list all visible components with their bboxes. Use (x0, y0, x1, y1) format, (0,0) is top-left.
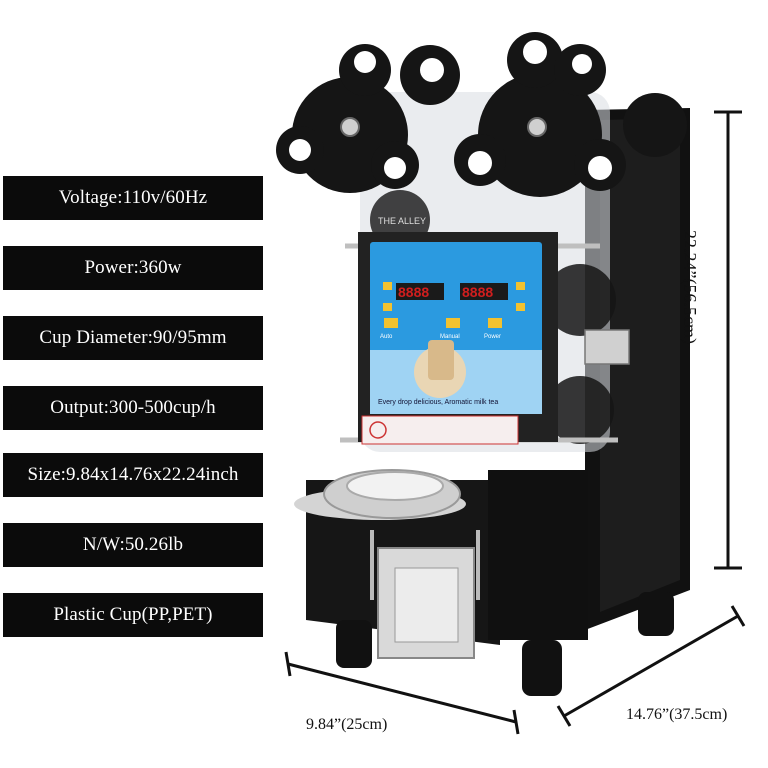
machine-feet (336, 592, 674, 696)
height-dimension-label: 22.24”(56.5cm) (680, 230, 700, 344)
spec-cup-diameter: Cup Diameter:90/95mm (3, 316, 263, 360)
display-right (460, 283, 508, 300)
left-film-reel (276, 44, 460, 193)
manual-button (446, 318, 460, 328)
warning-label (361, 415, 519, 445)
spec-plastic-cup: Plastic Cup(PP,PET) (3, 593, 263, 637)
height-dimension-line (714, 110, 742, 570)
film-brand-label: THE ALLEY (378, 216, 426, 226)
spec-net-weight: N/W:50.26lb (3, 523, 263, 567)
svg-text:8888: 8888 (398, 284, 429, 300)
spec-output: Output:300-500cup/h (3, 386, 263, 430)
width-dimension-label: 9.84”(25cm) (306, 716, 388, 733)
power-button (488, 318, 502, 328)
auto-button-label: Auto (380, 334, 393, 340)
side-handle (584, 329, 630, 365)
auto-button (384, 318, 398, 328)
width-dimension-line (284, 651, 520, 735)
power-button-label: Power (484, 334, 501, 340)
svg-text:8888: 8888 (462, 284, 493, 300)
display-left (396, 283, 444, 300)
depth-dimension-label: 14.76”(37.5cm) (626, 706, 728, 723)
spec-size: Size:9.84x14.76x22.24inch (3, 453, 263, 497)
left-reel-knob (340, 117, 360, 137)
panel-caption: Every drop delicious, Aromatic milk tea (378, 399, 498, 406)
depth-dimension-line (556, 605, 746, 727)
spec-voltage: Voltage:110v/60Hz (3, 176, 263, 220)
manual-button-label: Manual (440, 334, 460, 340)
spec-power: Power:360w (3, 246, 263, 290)
right-reel-knob (527, 117, 547, 137)
